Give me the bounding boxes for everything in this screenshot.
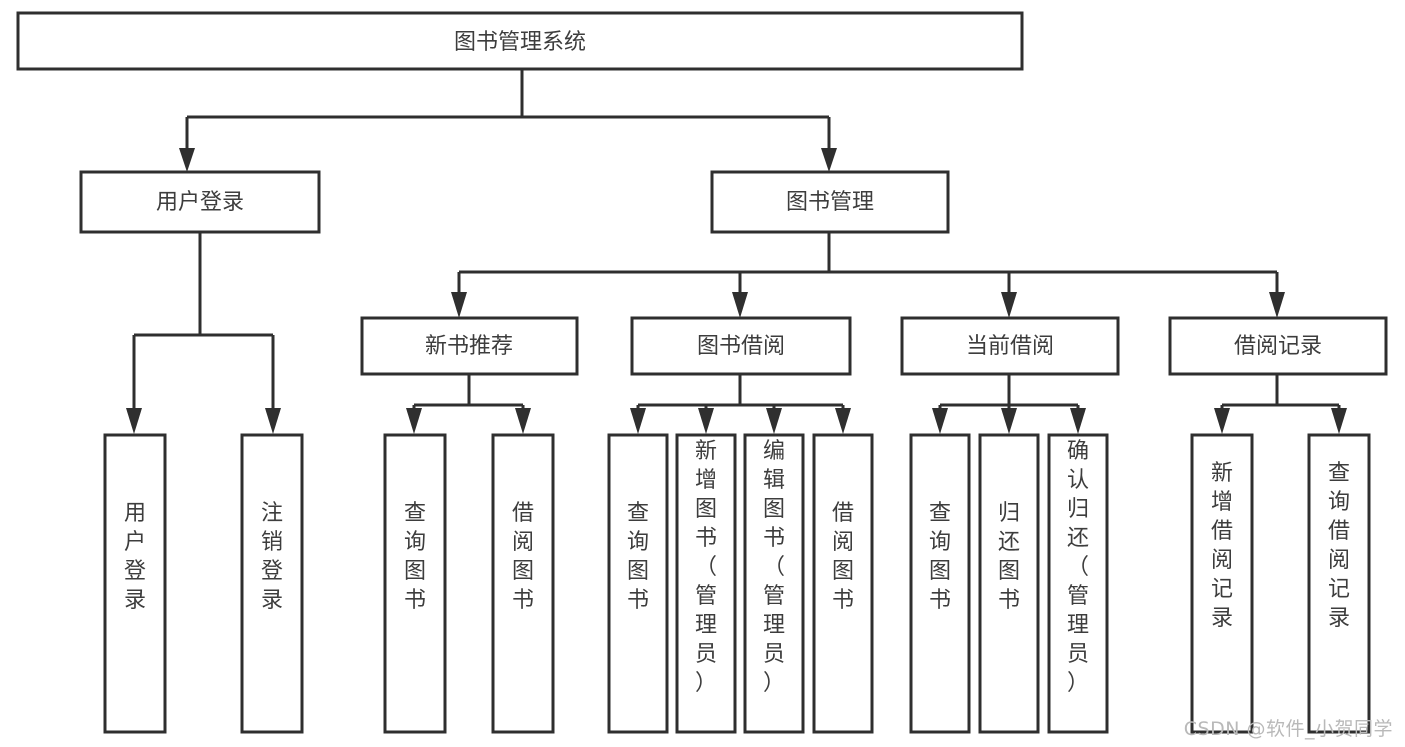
arrow-head-icon [1001, 292, 1017, 318]
node-leaf-current-confirm-return[interactable]: 确认归还（管理员） [1047, 433, 1109, 734]
node-new-book-recommend-label: 新书推荐 [425, 334, 513, 359]
arrow-head-icon [835, 408, 851, 434]
node-current-borrow-label: 当前借阅 [966, 334, 1054, 359]
node-book-borrow-label: 图书借阅 [697, 334, 785, 359]
node-leaf-borrow-add-book[interactable]: 新增图书（管理员） [675, 433, 737, 734]
arrow-head-icon [179, 148, 195, 172]
arrow-head-icon [630, 408, 646, 434]
node-leaf-label: 注销登录 [261, 501, 283, 613]
arrow-head-icon [1331, 408, 1347, 434]
arrow-head-icon [451, 292, 467, 318]
node-leaf-recommend-query-book[interactable]: 查询图书 [383, 433, 447, 734]
node-leaf-user-login-logout[interactable]: 注销登录 [240, 433, 304, 734]
node-user-login-label: 用户登录 [156, 190, 244, 215]
node-leaf-label: 新增图书（管理员） [695, 439, 717, 696]
node-leaf-label: 借阅图书 [512, 501, 534, 613]
arrow-head-icon [126, 408, 142, 434]
node-book-management-label: 图书管理 [786, 190, 874, 215]
node-leaf-label: 查询借阅记录 [1328, 461, 1350, 631]
arrow-head-icon [406, 408, 422, 434]
arrow-head-icon [766, 408, 782, 434]
arrow-head-icon [515, 408, 531, 434]
node-root[interactable]: 图书管理系统 [16, 11, 1024, 71]
node-user-login[interactable]: 用户登录 [79, 170, 321, 234]
arrow-head-icon [1070, 408, 1086, 434]
arrow-head-icon [1214, 408, 1230, 434]
arrow-head-icon [698, 408, 714, 434]
arrow-head-icon [1001, 408, 1017, 434]
arrow-head-icon [265, 408, 281, 434]
node-new-book-recommend[interactable]: 新书推荐 [360, 316, 579, 376]
node-leaf-recommend-borrow-book[interactable]: 借阅图书 [491, 433, 555, 734]
node-borrow-record-label: 借阅记录 [1234, 334, 1322, 359]
node-leaf-record-query-record[interactable]: 查询借阅记录 [1307, 433, 1371, 734]
arrow-head-icon [732, 292, 748, 318]
node-leaf-label: 查询图书 [929, 501, 951, 613]
node-leaf-label: 新增借阅记录 [1211, 461, 1233, 631]
node-leaf-borrow-query-book[interactable]: 查询图书 [607, 433, 669, 734]
node-leaf-label: 查询图书 [627, 501, 649, 613]
node-leaf-current-return-book[interactable]: 归还图书 [978, 433, 1040, 734]
arrow-head-icon [1269, 292, 1285, 318]
node-leaf-user-login-login[interactable]: 用户登录 [103, 433, 167, 734]
arrow-head-icon [821, 148, 837, 172]
node-leaf-current-query-book[interactable]: 查询图书 [909, 433, 971, 734]
node-leaf-borrow-edit-book[interactable]: 编辑图书（管理员） [743, 433, 805, 734]
node-leaf-label: 编辑图书（管理员） [763, 439, 785, 696]
node-leaf-label: 用户登录 [124, 501, 146, 613]
node-leaf-label: 借阅图书 [832, 501, 854, 613]
node-leaf-borrow-borrow-book[interactable]: 借阅图书 [812, 433, 874, 734]
node-borrow-record[interactable]: 借阅记录 [1168, 316, 1388, 376]
node-leaf-record-add-record[interactable]: 新增借阅记录 [1190, 433, 1254, 734]
connector-layer [126, 69, 1347, 434]
arrow-head-icon [932, 408, 948, 434]
node-book-borrow[interactable]: 图书借阅 [630, 316, 852, 376]
node-leaf-label: 确认归还（管理员） [1067, 439, 1089, 696]
node-book-management[interactable]: 图书管理 [710, 170, 950, 234]
node-leaf-label: 归还图书 [998, 501, 1020, 613]
node-current-borrow[interactable]: 当前借阅 [900, 316, 1120, 376]
node-root-label: 图书管理系统 [454, 30, 586, 55]
node-leaf-label: 查询图书 [404, 501, 426, 613]
